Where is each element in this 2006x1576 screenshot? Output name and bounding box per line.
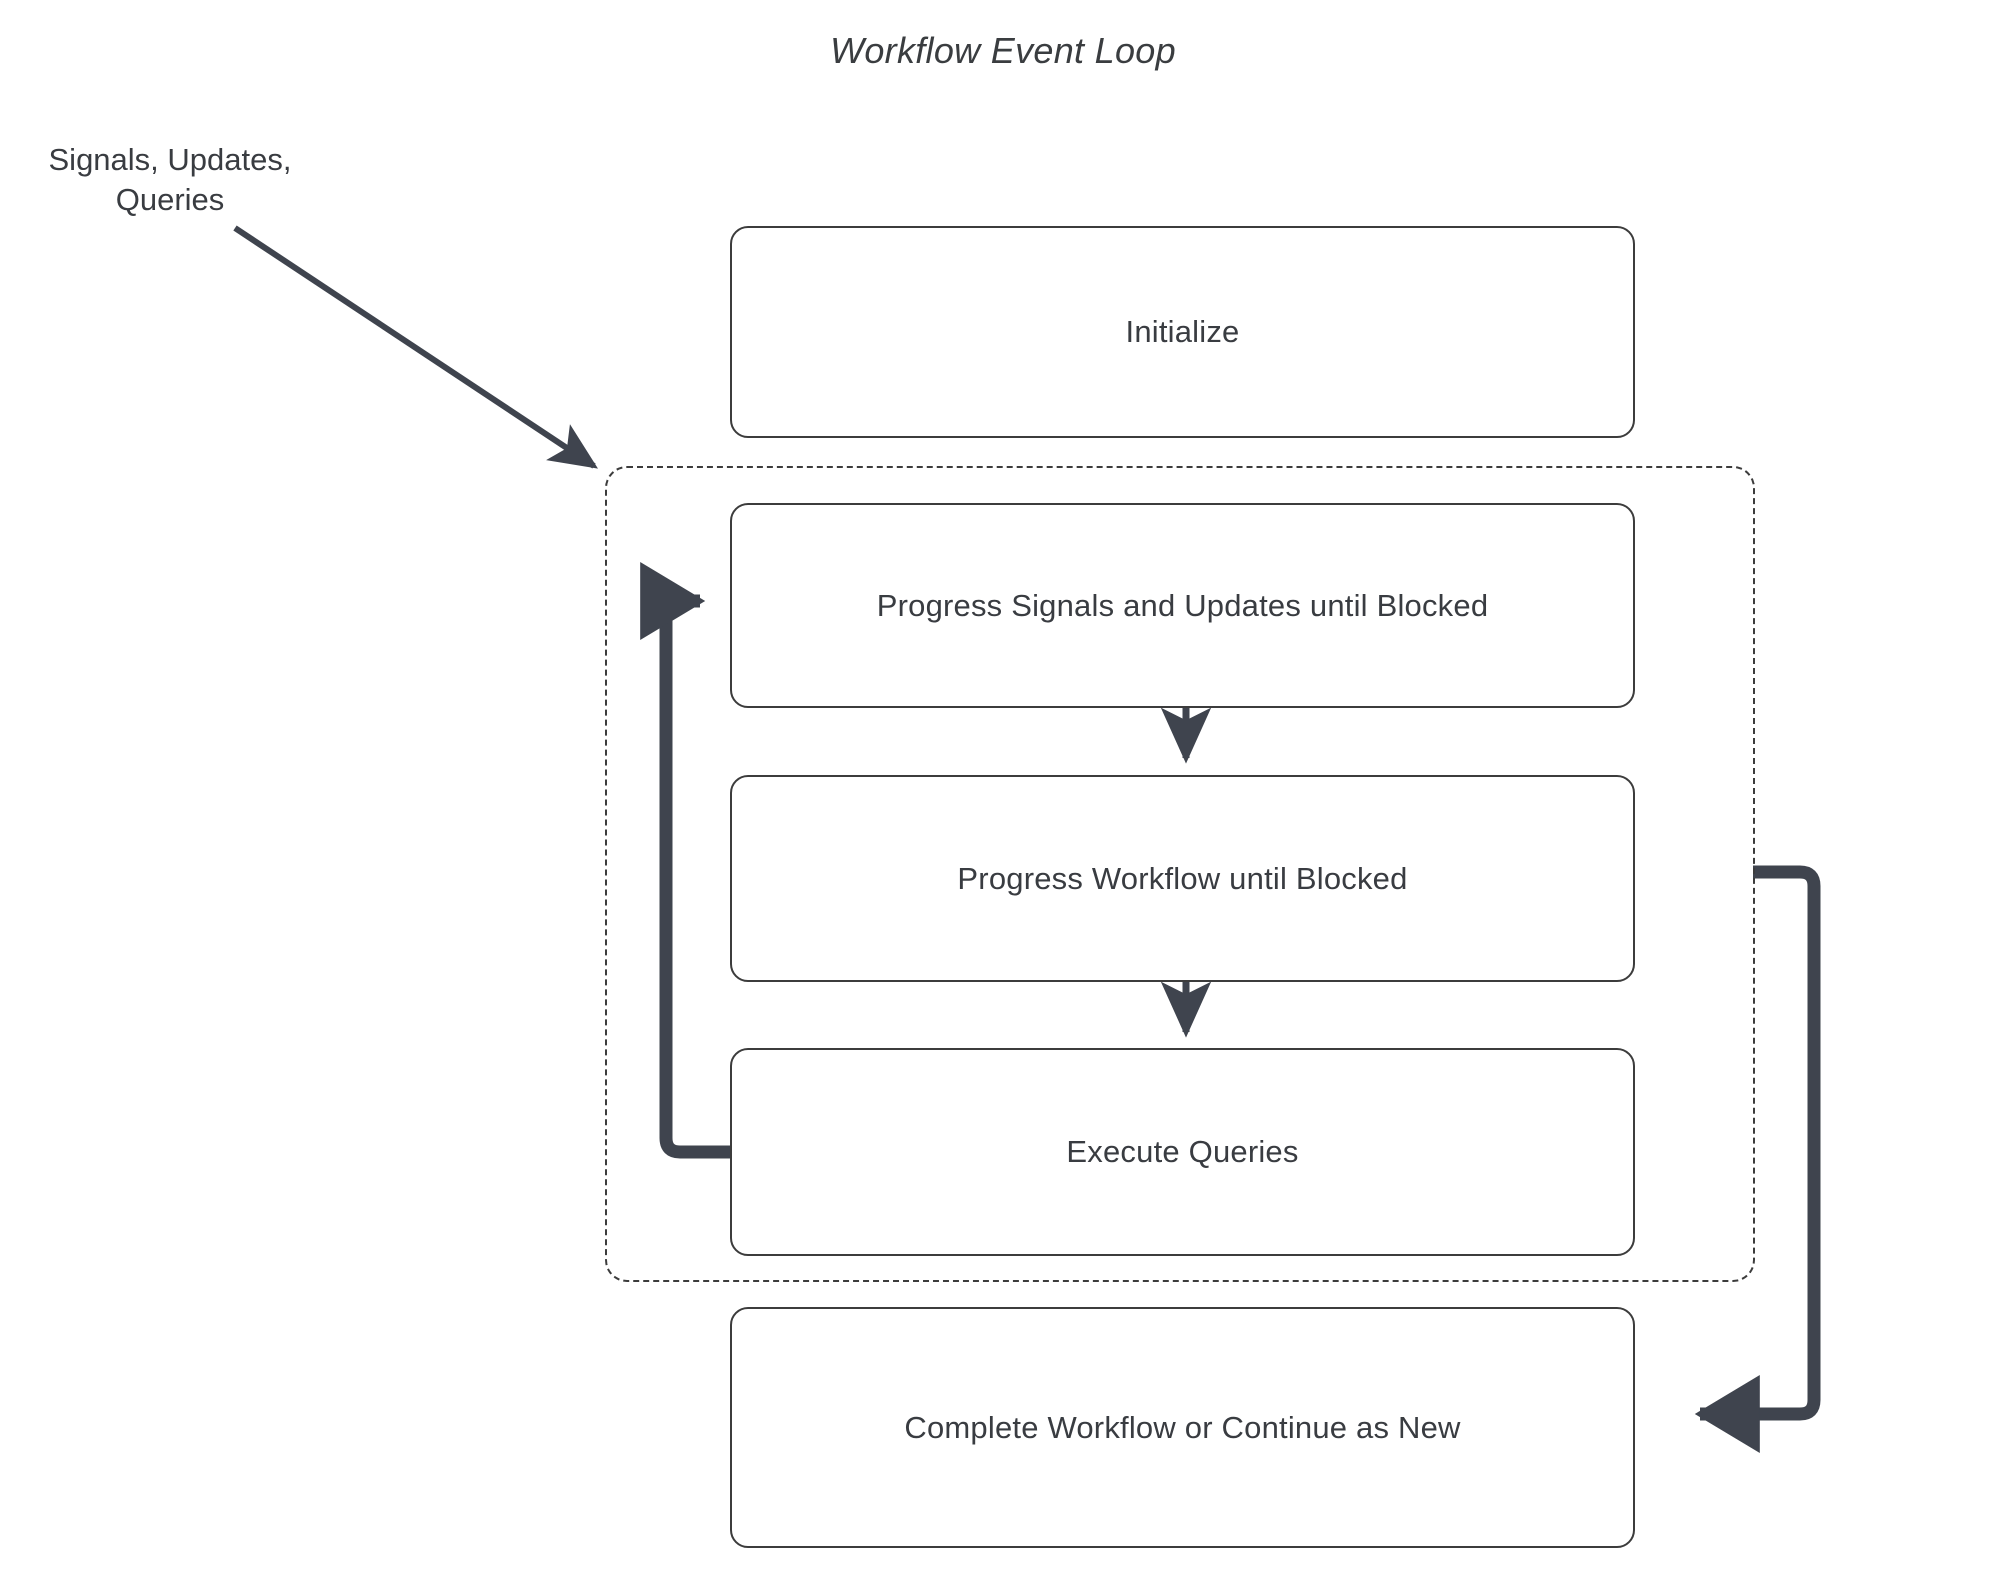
page-title: Workflow Event Loop — [830, 30, 1176, 71]
node-initialize[interactable]: Initialize — [730, 226, 1635, 438]
edge-execute-queries-to-progress-signals — [640, 562, 730, 1159]
node-progress-signals[interactable]: Progress Signals and Updates until Block… — [730, 503, 1635, 708]
node-progress-workflow[interactable]: Progress Workflow until Blocked — [730, 775, 1635, 982]
node-complete-workflow-label: Complete Workflow or Continue as New — [904, 1409, 1461, 1445]
input-signals-label-line2: Queries — [115, 181, 225, 217]
node-execute-queries-label: Execute Queries — [1066, 1134, 1299, 1169]
node-complete-workflow[interactable]: Complete Workflow or Continue as New — [730, 1307, 1635, 1548]
node-execute-queries[interactable]: Execute Queries — [730, 1048, 1635, 1256]
edge-input-to-loop — [233, 225, 599, 469]
input-signals-label-line1: Signals, Updates, — [48, 142, 292, 177]
loop-group-container — [605, 466, 1755, 1282]
edge-loop-group-to-complete-workflow — [1694, 865, 1821, 1453]
node-initialize-label: Initialize — [1125, 314, 1240, 349]
input-signals-label: Signals, Updates, Queries — [20, 140, 320, 219]
node-progress-workflow-label: Progress Workflow until Blocked — [957, 860, 1408, 896]
node-progress-signals-label: Progress Signals and Updates until Block… — [876, 587, 1489, 623]
